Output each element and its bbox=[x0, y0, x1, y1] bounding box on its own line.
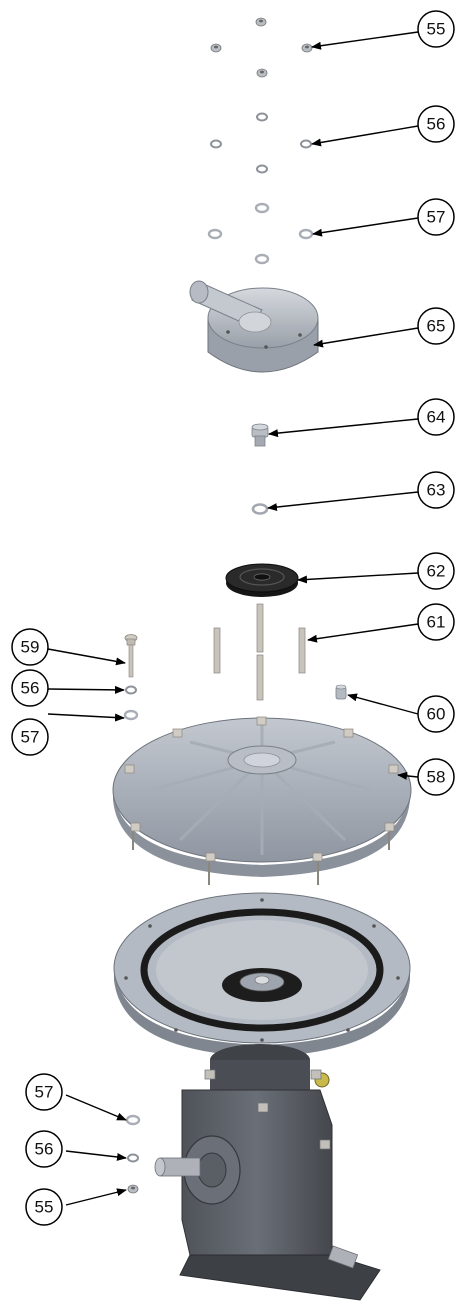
callout-label: 55 bbox=[35, 1198, 54, 1217]
callout-label: 57 bbox=[427, 208, 446, 227]
leader-57-top bbox=[312, 217, 419, 237]
leader-62 bbox=[297, 572, 419, 584]
callout-55-top: 55 bbox=[417, 10, 455, 48]
callout-label: 57 bbox=[35, 1083, 54, 1102]
nut-part bbox=[255, 17, 267, 27]
callout-64: 64 bbox=[417, 398, 455, 436]
callout-label: 61 bbox=[427, 613, 446, 632]
gearbox-housing-part bbox=[154, 1044, 381, 1301]
nut-part bbox=[256, 68, 268, 78]
washer-part bbox=[256, 164, 268, 174]
washer-part bbox=[207, 228, 223, 240]
washer-part bbox=[210, 139, 222, 149]
washer-part bbox=[298, 228, 314, 240]
callout-57-mid: 57 bbox=[11, 718, 49, 756]
nut-part bbox=[210, 43, 222, 53]
callout-label: 58 bbox=[427, 768, 446, 787]
cap-with-spout-part bbox=[189, 280, 319, 373]
callouts: 55 56 57 65 64 63 62 61 59 56 60 57 58 5… bbox=[11, 10, 455, 1226]
washer-part bbox=[300, 139, 312, 149]
leader-65 bbox=[313, 327, 419, 348]
washer-part bbox=[256, 112, 268, 122]
callout-label: 63 bbox=[427, 481, 446, 500]
callout-label: 56 bbox=[427, 115, 446, 134]
lower-flange-with-seal-part bbox=[113, 892, 411, 1057]
fitting-part bbox=[251, 423, 269, 447]
washer-part bbox=[254, 202, 270, 214]
ribbed-housing-plate-part bbox=[112, 716, 412, 885]
leader-56-mid bbox=[47, 685, 125, 694]
leader-60 bbox=[347, 693, 419, 715]
nut-part bbox=[127, 1184, 139, 1194]
callout-56-top: 56 bbox=[417, 105, 455, 143]
callout-59: 59 bbox=[11, 628, 49, 666]
leader-61 bbox=[307, 623, 419, 643]
leader-63 bbox=[267, 491, 419, 512]
washer-part bbox=[125, 1114, 141, 1126]
lock-washer-part bbox=[127, 1153, 139, 1163]
callout-55-bot: 55 bbox=[25, 1188, 63, 1226]
leader-57-mid bbox=[47, 713, 125, 722]
lock-washer-part bbox=[125, 685, 137, 695]
callout-58: 58 bbox=[417, 758, 455, 796]
callout-label: 56 bbox=[21, 679, 40, 698]
callout-57-bot: 57 bbox=[25, 1073, 63, 1111]
callout-label: 64 bbox=[427, 408, 446, 427]
washer-part bbox=[254, 253, 270, 265]
callout-label: 56 bbox=[35, 1140, 54, 1159]
callout-57-top: 57 bbox=[417, 198, 455, 236]
callout-label: 57 bbox=[21, 728, 40, 747]
leader-55-bot bbox=[65, 1188, 127, 1206]
plug-part bbox=[335, 684, 347, 700]
callout-56-bot: 56 bbox=[25, 1130, 63, 1168]
leader-64 bbox=[268, 418, 419, 438]
large-washer-part bbox=[251, 503, 269, 515]
studs-group bbox=[213, 603, 306, 701]
callout-label: 55 bbox=[427, 20, 446, 39]
callout-label: 59 bbox=[21, 638, 40, 657]
leader-57-bot bbox=[65, 1094, 127, 1121]
leader-58 bbox=[397, 771, 419, 780]
top-hardware-group bbox=[207, 17, 314, 265]
leader-59 bbox=[47, 648, 126, 666]
plate-bolts bbox=[124, 716, 399, 885]
washer-part bbox=[123, 709, 139, 721]
leader-55-top bbox=[311, 31, 419, 50]
callout-61: 61 bbox=[417, 603, 455, 641]
diaphragm-part bbox=[225, 563, 299, 597]
callout-62: 62 bbox=[417, 552, 455, 590]
callout-65: 65 bbox=[417, 307, 455, 345]
callout-56-mid: 56 bbox=[11, 669, 49, 707]
callout-60: 60 bbox=[417, 695, 455, 733]
bolt-part bbox=[124, 634, 138, 678]
leader-56-top bbox=[311, 125, 419, 147]
nut-part bbox=[301, 43, 313, 53]
callout-label: 60 bbox=[427, 705, 446, 724]
leader-lines bbox=[47, 31, 419, 1206]
callout-label: 62 bbox=[427, 562, 446, 581]
leader-56-bot bbox=[65, 1150, 127, 1161]
callout-63: 63 bbox=[417, 471, 455, 509]
callout-label: 65 bbox=[427, 317, 446, 336]
